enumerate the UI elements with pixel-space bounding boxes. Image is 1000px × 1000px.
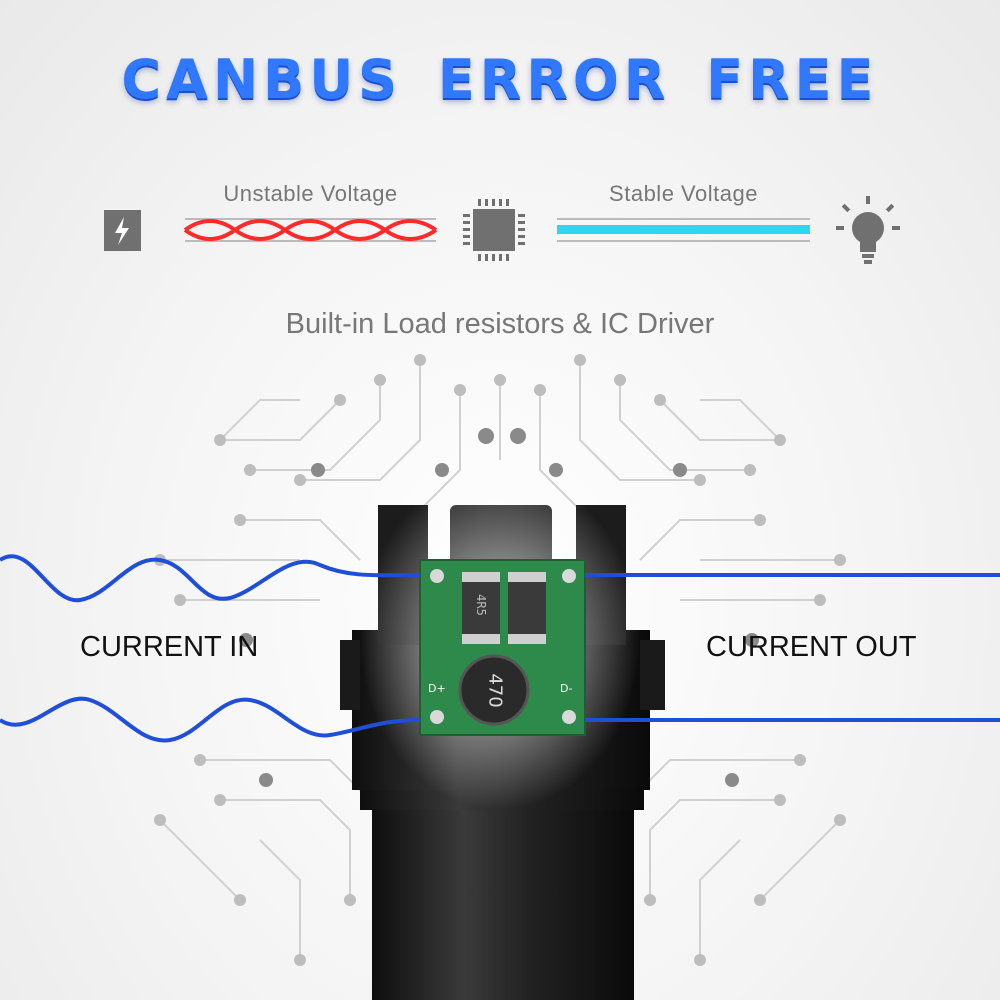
feature-subtitle: Built-in Load resistors & IC Driver (285, 308, 715, 340)
resistor-label: 4R5 (473, 594, 488, 616)
unstable-voltage-wave (183, 218, 438, 242)
inductor-label: 470 (484, 673, 506, 708)
terminal-minus-label: D- (560, 682, 573, 695)
resistor (462, 580, 500, 636)
driver-pcb (419, 559, 586, 736)
inductor (458, 654, 530, 726)
resistor (508, 580, 546, 636)
page-title: CANBUS ERROR FREE (121, 48, 879, 111)
current-out-label: CURRENT OUT (706, 631, 917, 663)
unstable-voltage-label: Unstable Voltage (223, 181, 398, 206)
bulb-icon (836, 196, 900, 264)
voltage-diagram (104, 196, 900, 264)
current-in-label: CURRENT IN (80, 631, 259, 663)
terminal-plus-label: D+ (428, 682, 446, 695)
stable-voltage-label: Stable Voltage (609, 181, 758, 206)
current-out-wires (585, 573, 1000, 722)
lightning-icon (104, 210, 141, 251)
stable-voltage-line (557, 218, 810, 242)
chip-icon (463, 199, 525, 261)
current-in-wires (0, 554, 421, 743)
